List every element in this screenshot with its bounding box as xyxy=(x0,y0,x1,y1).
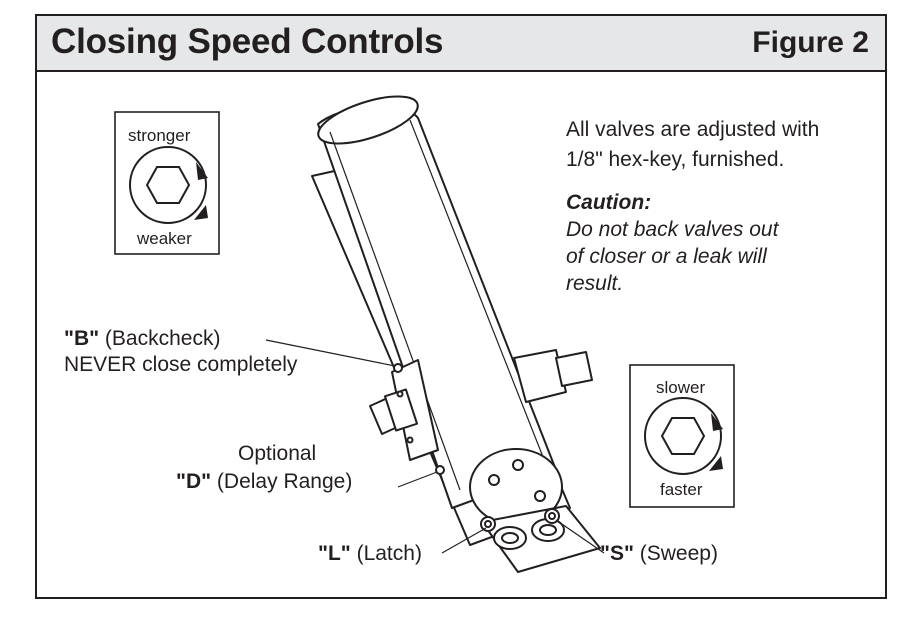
stronger-weaker-icon xyxy=(114,111,220,255)
closer-body xyxy=(311,95,601,573)
valve-l-label: "L" (Latch) xyxy=(318,541,422,567)
note-line-2: 1/8" hex-key, furnished. xyxy=(566,148,785,171)
slower-label: slower xyxy=(656,378,706,397)
valve-b-label: "B" (Backcheck) xyxy=(64,326,220,352)
valve-b-warning: NEVER close completely xyxy=(64,353,298,376)
leader-lines xyxy=(265,339,605,554)
valve-s-code: "S" xyxy=(600,542,634,565)
valve-b-code: "B" xyxy=(64,327,100,350)
figure-header: Closing Speed Controls Figure 2 xyxy=(37,16,885,72)
valve-b-desc: (Backcheck) xyxy=(99,327,221,350)
valve-l-desc: (Latch) xyxy=(350,542,422,565)
faster-label: faster xyxy=(660,480,703,499)
page-title: Closing Speed Controls xyxy=(51,22,444,61)
valve-d-desc: (Delay Range) xyxy=(211,470,353,493)
caution-heading: Caution: xyxy=(566,191,652,214)
caution-line-1: Do not back valves out xyxy=(566,218,779,241)
valve-l-code: "L" xyxy=(318,542,351,565)
valve-s-label: "S" (Sweep) xyxy=(600,541,718,567)
valve-s-desc: (Sweep) xyxy=(633,542,718,565)
slower-faster-icon xyxy=(629,364,735,508)
weaker-label: weaker xyxy=(137,229,192,248)
valve-d-optional: Optional xyxy=(238,442,317,465)
valve-d-code: "D" xyxy=(176,470,212,493)
stronger-label: stronger xyxy=(128,126,191,145)
note-line-1: All valves are adjusted with xyxy=(566,118,820,141)
valve-d-label: "D" (Delay Range) xyxy=(176,469,352,495)
caution-line-3: result. xyxy=(566,272,624,295)
figure-number: Figure 2 xyxy=(752,26,869,59)
caution-line-2: of closer or a leak will xyxy=(566,245,767,268)
